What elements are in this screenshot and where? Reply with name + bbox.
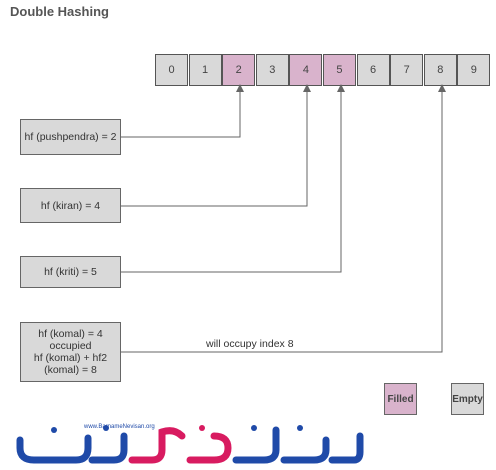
arrow-kriti (121, 84, 345, 273)
legend-filled: Filled (384, 383, 417, 415)
hash-box-kriti: hf (kriti) = 5 (20, 256, 121, 288)
hash-slot-9: 9 (457, 54, 491, 86)
diagram-title: Double Hashing (10, 4, 109, 19)
legend-empty: Empty (451, 383, 484, 415)
hash-slot-2: 2 (222, 54, 256, 86)
hash-table: 0 1 2 3 4 5 6 7 8 9 (155, 54, 491, 86)
arrow-pushpendra (121, 84, 244, 138)
arrow-komal (121, 84, 446, 353)
hash-box-kiran: hf (kiran) = 4 (20, 188, 121, 223)
logo-url-text: www.BarnameNevisan.org (83, 424, 155, 430)
hash-slot-8: 8 (423, 54, 457, 86)
hash-slot-6: 6 (356, 54, 390, 86)
hash-box-pushpendra: hf (pushpendra) = 2 (20, 119, 121, 155)
hash-box-label: hf (kriti) = 5 (44, 266, 97, 278)
hash-box-label: hf (kiran) = 4 (40, 199, 101, 212)
hash-slot-1: 1 (188, 54, 222, 86)
hash-box-komal: hf (komal) = 4 occupied hf (komal) + hf2… (20, 322, 121, 382)
collision-note: will occupy index 8 (206, 338, 294, 350)
hash-slot-7: 7 (390, 54, 424, 86)
hash-slot-3: 3 (255, 54, 289, 86)
barnamenevisan-logo: www.BarnameNevisan.org (16, 424, 364, 464)
arrow-kiran (121, 84, 311, 207)
hash-slot-0: 0 (155, 54, 188, 86)
hash-box-label: hf (komal) = 4 occupied hf (komal) + hf2… (33, 328, 108, 376)
hash-box-label: hf (pushpendra) = 2 (24, 131, 117, 143)
